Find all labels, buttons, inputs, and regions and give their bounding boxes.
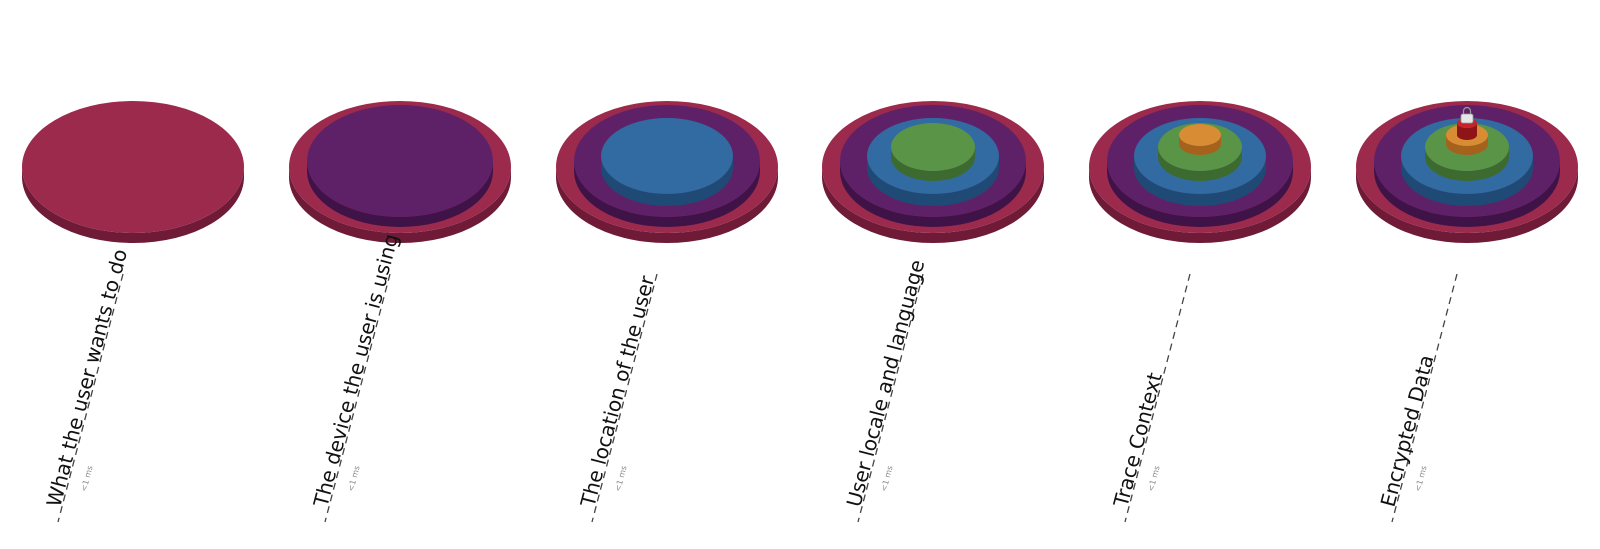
disk-top	[601, 118, 733, 194]
timing-label: <1 ms	[1146, 465, 1161, 493]
disk-top	[307, 105, 493, 217]
leader-line	[857, 273, 924, 523]
disk-side	[307, 161, 493, 227]
disk-top	[891, 123, 975, 171]
layer-stack	[822, 101, 1044, 243]
disk-side	[1134, 156, 1266, 206]
disk-side	[601, 156, 733, 206]
disk-layer-intent	[22, 101, 244, 243]
disk-side	[1374, 161, 1560, 227]
layer-stack	[1089, 101, 1311, 243]
leader-line	[1391, 273, 1458, 523]
timing-label: <1 ms	[346, 465, 361, 493]
disk-layer-trace	[1179, 124, 1221, 155]
disk-side	[1179, 135, 1221, 155]
leader-line	[324, 273, 391, 523]
disk-side	[1446, 135, 1488, 155]
leader-line	[1124, 273, 1191, 523]
stack-label: Encrypted Data	[1376, 352, 1439, 509]
disk-layer-locale	[891, 123, 975, 181]
leader-line	[57, 273, 124, 523]
layer-stack	[22, 101, 244, 243]
timing-label: <1 ms	[879, 465, 894, 493]
timing-label: <1 ms	[1413, 465, 1428, 493]
timing-label: <1 ms	[79, 465, 94, 493]
disk-side	[867, 156, 999, 206]
disk-side	[891, 147, 975, 181]
disk-layer-location	[601, 118, 733, 206]
disk-top	[1179, 124, 1221, 146]
disk-top	[22, 101, 244, 233]
disk-side	[1425, 147, 1509, 181]
layer-stack	[1356, 101, 1578, 243]
disk-side	[574, 161, 760, 227]
disk-side	[1107, 161, 1293, 227]
disk-side	[1457, 123, 1477, 140]
stack-label: Trace Context	[1108, 370, 1166, 510]
layer-stack	[289, 101, 511, 243]
disk-side	[1158, 147, 1242, 181]
lock-icon	[1460, 106, 1474, 124]
layer-stack	[556, 101, 778, 243]
timing-label: <1 ms	[613, 465, 628, 493]
leader-line	[591, 273, 658, 523]
disk-side	[1401, 156, 1533, 206]
disk-side	[840, 161, 1026, 227]
disk-layer-device	[307, 105, 493, 227]
